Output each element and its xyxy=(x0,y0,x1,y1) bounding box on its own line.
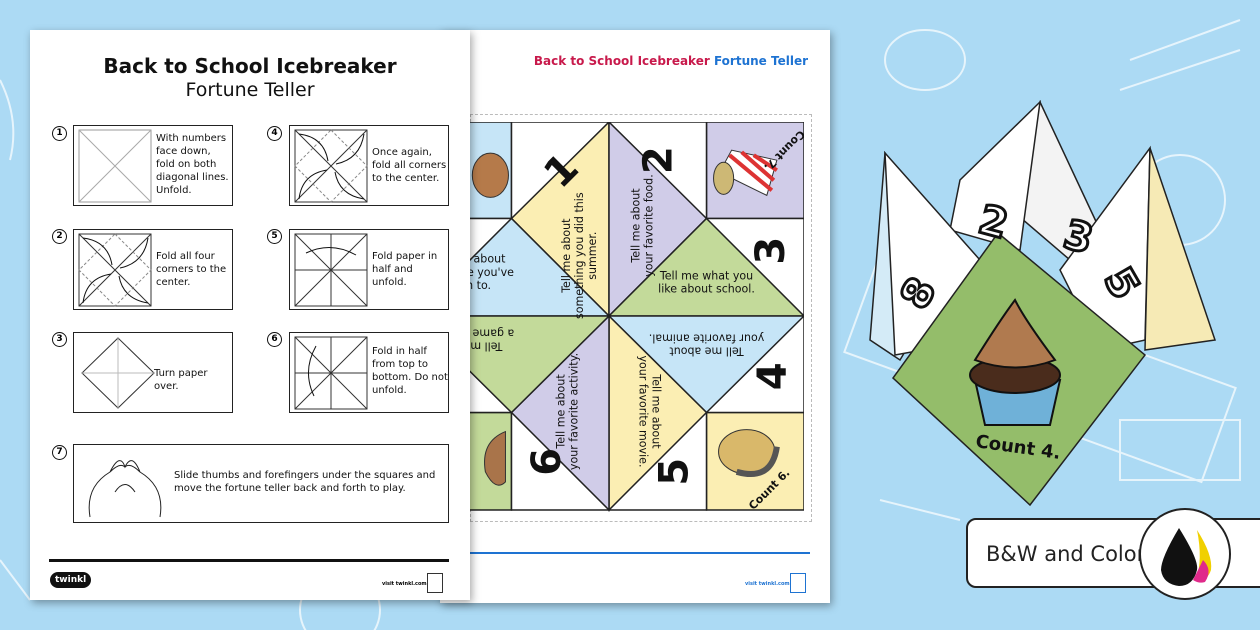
prompt-summer-text: Tell me aboutsomething you did thissumme… xyxy=(560,192,599,319)
cupcake-icon xyxy=(484,430,506,486)
step-4: Once again, fold all corners to the cent… xyxy=(289,125,449,206)
folded-fortune-teller-photo: 8 2 3 5 Count 4. xyxy=(869,100,1216,507)
step-1: With numbers face down, fold on both dia… xyxy=(73,125,233,206)
fold-diagram-icon xyxy=(294,233,368,307)
title-part2: Fortune Teller xyxy=(713,54,808,68)
prompt-activity-text: Tell me aboutyour favorite activity. xyxy=(554,353,580,470)
page-subtitle: Fortune Teller xyxy=(185,79,315,101)
page-title: Back to School Icebreaker xyxy=(103,54,397,78)
step-text: Fold all four corners to the center. xyxy=(156,251,227,288)
step-number: 2 xyxy=(52,229,67,244)
number-5: 5 xyxy=(651,458,697,486)
popcorn-icon xyxy=(713,149,778,197)
number-2: 2 xyxy=(635,146,681,174)
prompt-food-text: Tell me aboutyour favorite food. xyxy=(630,174,656,277)
fold-diagram-icon xyxy=(294,336,368,410)
quality-badge-icon xyxy=(427,573,443,593)
badge-label: B&W and Color xyxy=(986,542,1146,566)
quality-badge-icon xyxy=(790,573,806,593)
title-part1: Back to School Icebreaker xyxy=(533,54,710,68)
number-6: 6 xyxy=(524,448,570,476)
step-2: Fold all four corners to the center. xyxy=(73,229,233,310)
step-text: Slide thumbs and forefingers under the s… xyxy=(174,470,436,494)
prompt-animal-text: Tell me aboutyour favorite animal. xyxy=(649,332,765,358)
step-number: 6 xyxy=(267,332,282,347)
fortune-teller-template: 1 2 3 4 5 6 Tell me aboutsomething you d… xyxy=(440,122,804,512)
cookie-sandwich-icon xyxy=(718,429,780,478)
instructions-page: Back to School Icebreaker Fortune Teller… xyxy=(30,30,470,600)
step-text: Turn paper over. xyxy=(154,368,208,392)
hands-icon xyxy=(88,460,162,518)
fortune-teller-page: Back to School Icebreaker Fortune Teller xyxy=(440,30,830,603)
step-text: Fold in half from top to bottom. Do not … xyxy=(372,346,448,396)
fold-diagram-icon xyxy=(81,337,155,409)
footer-divider xyxy=(49,559,449,562)
step-number: 7 xyxy=(52,445,67,460)
step-text: With numbers face down, fold on both dia… xyxy=(156,133,229,196)
fold-diagram-icon xyxy=(294,129,368,203)
step-5: Fold paper in half and unfold. xyxy=(289,229,449,310)
twinkl-logo: twinkl xyxy=(50,572,92,588)
footer-divider xyxy=(470,552,810,554)
footer-link[interactable]: visit twinkl.com xyxy=(745,581,790,587)
ink-drops-icon xyxy=(1139,508,1231,600)
fold-diagram-icon xyxy=(78,129,152,203)
page-title: Back to School Icebreaker Fortune Teller xyxy=(534,54,808,68)
step-text: Fold paper in half and unfold. xyxy=(372,251,438,288)
fold-diagram-icon xyxy=(78,233,152,307)
step-number: 4 xyxy=(267,126,282,141)
step-number: 1 xyxy=(52,126,67,141)
icecream-icon xyxy=(471,152,509,198)
step-text: Once again, fold all corners to the cent… xyxy=(372,147,447,184)
step-3: Turn paper over. xyxy=(73,332,233,413)
footer-link[interactable]: visit twinkl.com xyxy=(382,581,427,587)
prompt-movie-text: Tell me aboutyour favorite movie. xyxy=(637,355,663,467)
number-3: 3 xyxy=(748,237,794,265)
step-number: 5 xyxy=(267,229,282,244)
step-7: Slide thumbs and forefingers under the s… xyxy=(73,444,449,523)
step-number: 3 xyxy=(52,332,67,347)
step-6: Fold in half from top to bottom. Do not … xyxy=(289,332,449,413)
cupcake-icon xyxy=(969,298,1062,426)
number-4: 4 xyxy=(750,362,796,390)
